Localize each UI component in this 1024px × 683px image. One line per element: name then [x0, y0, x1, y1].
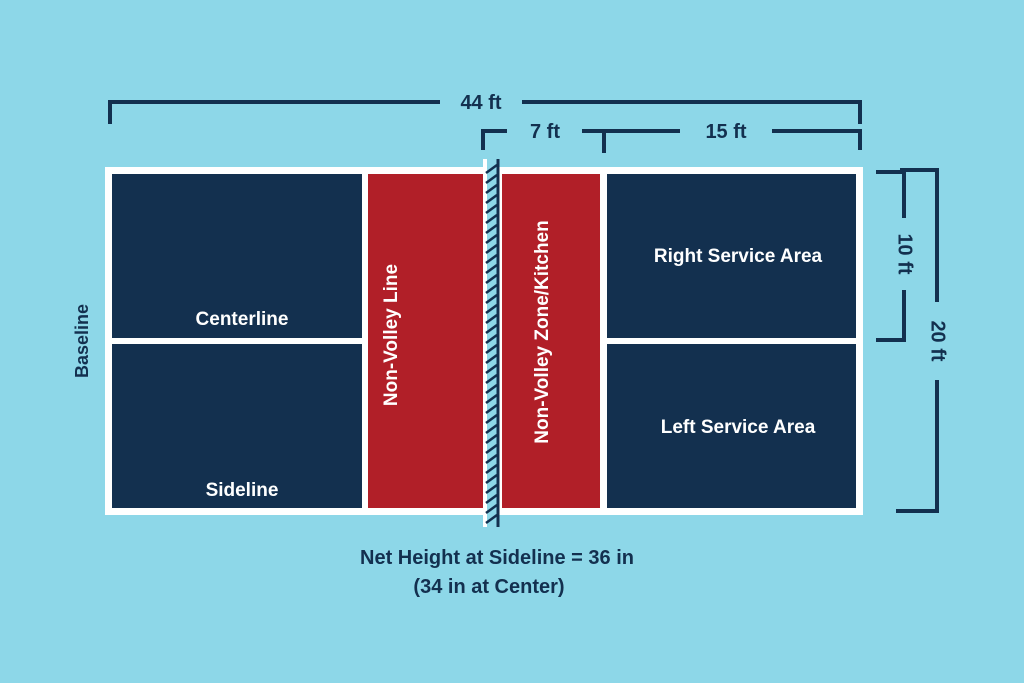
net-hatch-mark [485, 283, 498, 295]
dimension-15ft: 15 ft [604, 121, 862, 150]
net-hatch-mark [485, 363, 498, 375]
right-service-area [607, 174, 856, 338]
net-height-center-caption: (34 in at Center) [413, 576, 564, 598]
net-hatch-mark [485, 383, 498, 395]
net-hatch-mark [485, 193, 498, 205]
net-hatch-mark [485, 263, 498, 275]
right-service-area-label: Right Service Area [654, 246, 823, 267]
net-hatch-mark [485, 493, 498, 505]
dimension-15ft-label: 15 ft [705, 121, 746, 143]
net-hatch-mark [485, 403, 498, 415]
non-volley-line-label: Non-Volley Line [381, 264, 402, 406]
dimension-10ft: 10 ft [876, 170, 916, 342]
net-hatch-mark [485, 323, 498, 335]
net-hatch-mark [485, 233, 498, 245]
dimension-7ft: 7 ft [481, 121, 606, 153]
net-hatch-mark [485, 453, 498, 465]
net-hatch-mark [485, 183, 498, 195]
left-back-court-top [112, 174, 362, 338]
net [483, 159, 500, 527]
net-hatch-mark [485, 433, 498, 445]
dimension-10ft-label: 10 ft [894, 233, 916, 274]
net-hatch-mark [485, 503, 498, 515]
left-service-area [607, 344, 856, 508]
net-hatch-mark [485, 423, 498, 435]
net-hatch-mark [485, 483, 498, 495]
net-hatch-mark [485, 393, 498, 405]
net-hatch-mark [485, 163, 498, 175]
net-hatch-mark [485, 373, 498, 385]
net-hatch-mark [485, 463, 498, 475]
net-hatch-mark [485, 443, 498, 455]
net-hatch-mark [485, 313, 498, 325]
net-hatch-mark [485, 173, 498, 185]
net-hatch-mark [485, 213, 498, 225]
net-hatch-mark [485, 413, 498, 425]
net-hatch-mark [485, 353, 498, 365]
dimension-44ft-label: 44 ft [460, 92, 501, 114]
net-hatch-mark [485, 473, 498, 485]
net-hatch-mark [485, 513, 498, 525]
net-hatch-mark [485, 303, 498, 315]
net-hatch-mark [485, 253, 498, 265]
kitchen-label: Non-Volley Zone/Kitchen [532, 220, 553, 443]
left-kitchen [368, 174, 483, 508]
dimension-7ft-label: 7 ft [530, 121, 560, 143]
baseline-label: Baseline [72, 304, 92, 378]
dimension-44ft: 44 ft [108, 92, 862, 124]
right-kitchen [502, 174, 600, 508]
net-hatch-mark [485, 293, 498, 305]
left-service-area-label: Left Service Area [661, 417, 816, 438]
net-hatch-mark [485, 343, 498, 355]
sideline-label: Sideline [206, 480, 279, 501]
dimension-20ft-label: 20 ft [927, 320, 949, 361]
net-hatch-mark [485, 203, 498, 215]
dimension-20ft: 20 ft [896, 168, 949, 513]
net-hatch-mark [485, 243, 498, 255]
left-back-court-bottom [112, 344, 362, 508]
net-hatch-mark [485, 273, 498, 285]
net-hatch-mark [485, 223, 498, 235]
net-hatch-mark [485, 333, 498, 345]
centerline-label: Centerline [196, 309, 289, 330]
net-height-caption: Net Height at Sideline = 36 in [360, 547, 634, 569]
